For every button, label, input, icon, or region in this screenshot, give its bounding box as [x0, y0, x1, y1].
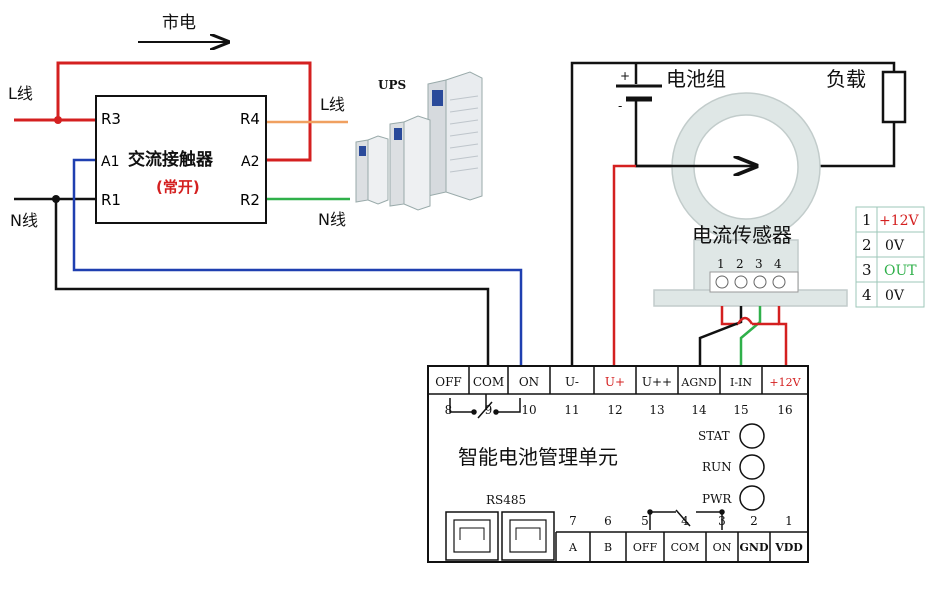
indicator-stat-label: STAT [698, 429, 730, 443]
mains-label: 市电 [162, 13, 196, 33]
bottom-terminal-label-2: GND [740, 541, 769, 554]
terminal-label-9: COM [473, 375, 504, 389]
bottom-terminal-num-2: 2 [750, 514, 758, 528]
sensor-pin-table: 1 +12V 2 0V 3 OUT 4 0V [855, 206, 925, 308]
ups-image: UPS [355, 71, 483, 211]
relay-switch-bottom [647, 509, 725, 530]
current-sensor [653, 92, 848, 307]
terminal-label-16: +12V [769, 376, 801, 389]
bottom-terminal-num-5: 5 [641, 514, 649, 528]
terminal-label-8: OFF [435, 375, 462, 389]
svg-text:+: + [620, 69, 630, 83]
n-line-left-label: N线 [10, 211, 38, 230]
rs485-port-1 [445, 511, 499, 561]
pin-a1-label: A1 [101, 154, 119, 170]
table-row4-num: 4 [862, 286, 872, 304]
table-row3-value: OUT [884, 263, 917, 279]
bottom-terminal-label-1: VDD [774, 541, 803, 554]
pin-r3-label: R3 [101, 110, 121, 128]
table-row2-value: 0V [885, 238, 905, 254]
pin-r4-label: R4 [240, 110, 260, 128]
terminal-num-10: 10 [521, 403, 536, 417]
pin-r1-label: R1 [101, 191, 121, 209]
l-line-right-label: L线 [320, 95, 345, 114]
indicator-run-label: RUN [702, 460, 732, 474]
load-label: 负载 [826, 67, 866, 91]
terminal-num-16: 16 [777, 403, 792, 417]
sensor-to-bmu-wires [698, 306, 788, 366]
terminal-num-12: 12 [607, 403, 622, 417]
a1-control-wire [72, 158, 523, 366]
pin-r2-label: R2 [240, 191, 260, 209]
bottom-terminal-label-7: A [568, 541, 578, 554]
terminal-label-11: U- [565, 375, 579, 389]
battery-symbol: + - [616, 69, 662, 113]
table-row4-value: 0V [885, 288, 905, 304]
pin-a2-label: A2 [241, 154, 259, 170]
indicator-pwr-label: PWR [702, 492, 732, 506]
battery-label: 电池组 [666, 67, 726, 91]
terminal-num-13: 13 [649, 403, 664, 417]
terminal-num-15: 15 [733, 403, 748, 417]
bottom-terminal-label-5: OFF [633, 541, 658, 554]
terminal-label-14: AGND [680, 376, 716, 389]
bottom-terminal-num-1: 1 [785, 514, 793, 528]
l-junction-dot [54, 116, 62, 124]
terminal-num-11: 11 [564, 403, 579, 417]
indicator-stat-led [739, 423, 765, 449]
contactor-box: R3 R4 A1 A2 R1 R2 交流接触器 (常开) [95, 95, 267, 224]
relay-switch-top [449, 394, 521, 419]
bmu-title: 智能电池管理单元 [458, 445, 618, 469]
n-junction-dot [52, 195, 60, 203]
bottom-terminal-num-6: 6 [604, 514, 612, 528]
indicator-pwr-led [739, 485, 765, 511]
table-row3-num: 3 [862, 261, 872, 279]
bottom-terminal-num-7: 7 [569, 514, 577, 528]
svg-text:-: - [618, 99, 622, 113]
n-line-right-label: N线 [318, 210, 346, 229]
ups-label: UPS [378, 78, 406, 92]
load-resistor [881, 70, 907, 124]
terminal-label-12: U+ [605, 375, 625, 389]
terminal-num-8: 8 [445, 403, 453, 417]
contactor-subtitle: (常开) [156, 178, 200, 196]
sensor-pin-1: 1 [717, 257, 725, 271]
terminal-num-9: 9 [485, 403, 493, 417]
u-plus-wire [612, 164, 636, 366]
sensor-pin-2: 2 [736, 257, 744, 271]
table-row1-num: 1 [862, 211, 872, 229]
sensor-label: 电流传感器 [692, 223, 792, 247]
table-row1-value: +12V [879, 213, 920, 229]
bottom-terminal-label-3: ON [713, 541, 732, 554]
indicator-run-led [739, 454, 765, 480]
rs485-port-2 [501, 511, 555, 561]
contactor-title: 交流接触器 [128, 149, 214, 170]
table-row2-num: 2 [862, 236, 872, 254]
bottom-terminal-label-6: B [604, 541, 612, 554]
n-line-wiring [14, 197, 490, 366]
terminal-num-14: 14 [691, 403, 707, 417]
sensor-pin-3: 3 [755, 257, 763, 271]
terminal-label-10: ON [519, 375, 539, 389]
terminal-label-15: I-IN [730, 376, 752, 389]
rs485-label: RS485 [486, 493, 526, 507]
sensor-pin-4: 4 [774, 257, 782, 271]
bottom-terminal-label-4: COM [671, 541, 700, 554]
l-line-left-label: L线 [8, 84, 33, 103]
terminal-label-13: U++ [642, 375, 672, 389]
